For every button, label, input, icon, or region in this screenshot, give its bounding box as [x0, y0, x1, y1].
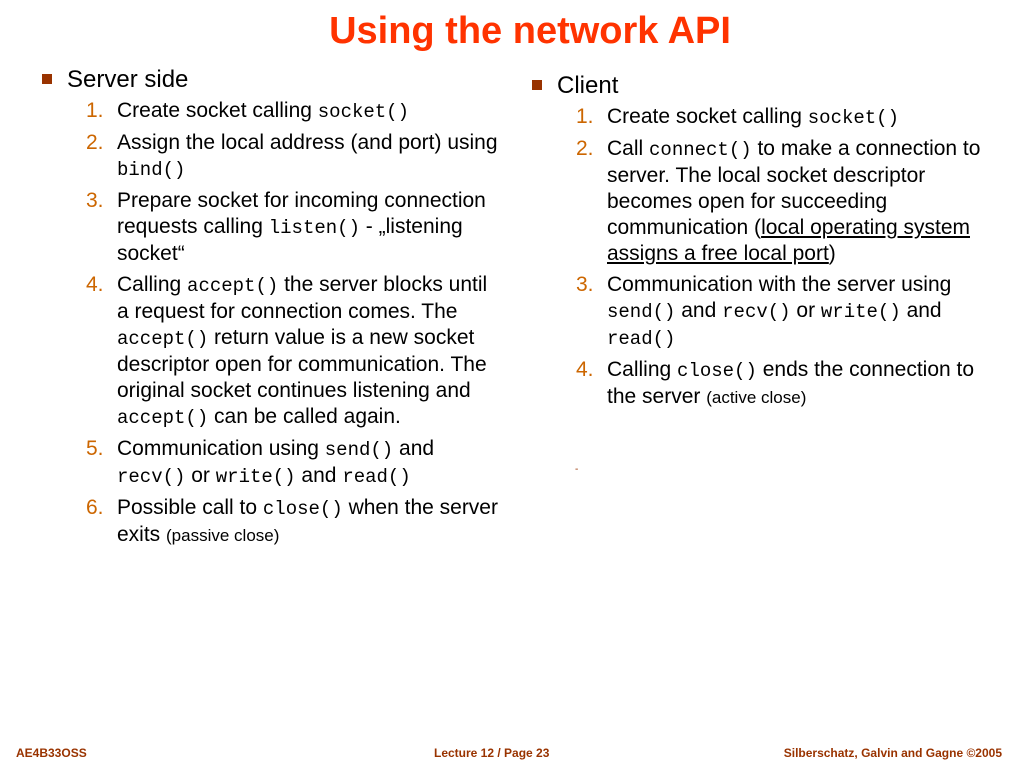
list-item: 1. Create socket calling socket(): [530, 104, 1000, 131]
item-text: can be called again.: [208, 405, 401, 428]
item-text: Communication with the server using: [607, 273, 952, 296]
list-item: 2. Call connect() to make a connection t…: [530, 136, 1000, 267]
code-listen: listen(): [268, 217, 360, 239]
item-number: 6.: [86, 496, 104, 519]
code-read: read(): [342, 466, 411, 488]
item-text: and: [393, 437, 435, 460]
code-recv: recv(): [117, 466, 186, 488]
code-send: send(): [607, 301, 676, 323]
code-accept: accept(): [117, 328, 209, 350]
square-bullet-icon: [42, 74, 52, 84]
item-number: 2.: [576, 137, 594, 160]
item-text: when the server exits: [117, 496, 498, 546]
item-text: and: [295, 464, 343, 487]
list-item: 4. Calling accept() the server blocks un…: [40, 272, 500, 431]
list-item: 3. Communication with the server using s…: [530, 272, 1000, 352]
slide-title: Using the network API: [329, 10, 731, 52]
server-steps-list: 1. Create socket calling socket() 2. Ass…: [40, 98, 500, 549]
item-note: (passive close): [166, 526, 280, 545]
item-text: Create socket calling: [607, 105, 808, 128]
list-item: 6. Possible call to close() when the ser…: [40, 495, 500, 549]
item-number: 4.: [576, 358, 594, 381]
item-text: and: [675, 299, 723, 322]
item-text: to make a connection to server. The loca…: [607, 137, 981, 239]
item-text: ): [828, 242, 836, 265]
item-number: 1.: [86, 99, 104, 122]
code-recv: recv(): [722, 301, 791, 323]
item-text: Prepare socket for incoming connection r…: [117, 189, 486, 238]
item-number: 4.: [86, 273, 104, 296]
underlined-text: local operating system assigns a free lo…: [607, 216, 970, 265]
item-text: Calling: [607, 358, 678, 381]
footer-page: Lecture 12 / Page 23: [434, 746, 550, 760]
code-bind: bind(): [117, 159, 186, 181]
code-connect: connect(): [649, 139, 752, 161]
client-heading-text: Client: [557, 72, 619, 99]
code-close: close(): [262, 498, 343, 520]
footer-course: AE4B33OSS: [16, 746, 87, 760]
list-item: 5. Communication using send() and recv()…: [40, 436, 500, 490]
item-number: 2.: [86, 131, 104, 154]
list-item: 4. Calling close() ends the connection t…: [530, 357, 1000, 411]
item-number: 3.: [86, 189, 104, 212]
code-accept: accept(): [187, 275, 279, 297]
code-close: close(): [677, 360, 757, 382]
item-text: the server blocks until a request for co…: [117, 273, 488, 323]
item-text: - „listening socket“: [117, 215, 463, 265]
item-note: (active close): [706, 388, 807, 407]
client-column: Client 1. Create socket calling socket()…: [530, 72, 1000, 416]
code-write: write(): [820, 301, 901, 323]
item-number: 1.: [576, 105, 594, 128]
square-bullet-icon: [532, 80, 542, 90]
code-write: write(): [215, 466, 296, 488]
item-text: or: [185, 464, 216, 487]
list-item: 2. Assign the local address (and port) u…: [40, 130, 500, 183]
server-side-heading-text: Server side: [67, 66, 189, 93]
footer-copyright: Silberschatz, Galvin and Gagne ©2005: [783, 746, 1002, 760]
list-item: 3. Prepare socket for incoming connectio…: [40, 188, 500, 267]
item-text: Communication using: [117, 437, 325, 460]
item-text: or: [790, 299, 821, 322]
code-socket: socket(): [317, 101, 409, 123]
item-text: ends the connection to the server: [607, 358, 975, 408]
item-text: Possible call to: [117, 496, 263, 519]
item-number: 5.: [86, 437, 104, 460]
code-send: send(): [324, 439, 394, 461]
server-side-column: Server side 1. Create socket calling soc…: [40, 66, 500, 554]
item-text: return value is a new socket descriptor …: [117, 326, 487, 402]
item-text: and: [900, 299, 942, 322]
item-text: Create socket calling: [117, 99, 318, 122]
stray-dot: -: [575, 464, 579, 475]
client-heading: Client: [530, 72, 1000, 100]
server-side-heading: Server side: [40, 66, 500, 94]
code-socket: socket(): [807, 107, 899, 129]
code-read: read(): [607, 328, 676, 350]
item-number: 3.: [576, 273, 594, 296]
client-steps-list: 1. Create socket calling socket() 2. Cal…: [530, 104, 1000, 411]
list-item: 1. Create socket calling socket(): [40, 98, 500, 125]
item-text: Assign the local address (and port) usin…: [117, 131, 498, 154]
item-text: Call: [607, 137, 650, 160]
item-text: Calling: [117, 273, 188, 296]
code-accept: accept(): [117, 407, 209, 429]
